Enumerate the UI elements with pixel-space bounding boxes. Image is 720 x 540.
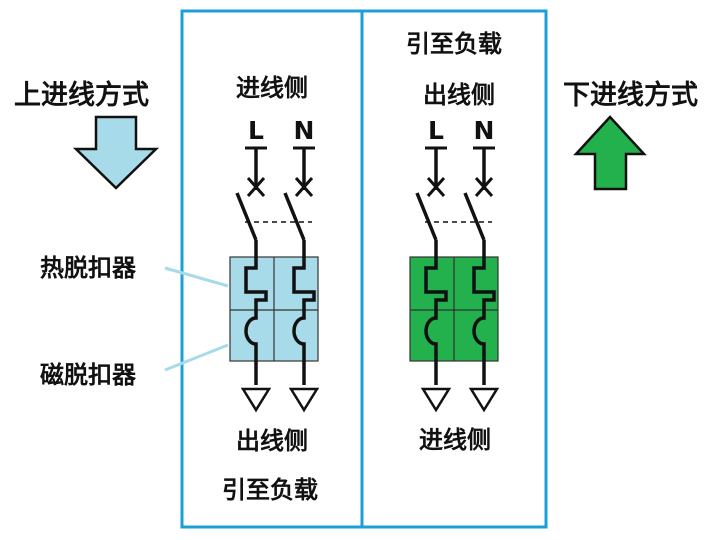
arrow-up-icon: [573, 115, 647, 191]
right-line-side-label: 进线侧: [419, 426, 491, 454]
right-load-side-label: 出线侧: [423, 81, 495, 109]
left-pole-n-label: N: [294, 116, 315, 145]
right-to-load-note: 引至负载: [406, 30, 502, 58]
magnetic-trip-label: 磁脱扣器: [40, 361, 136, 389]
right-panel-frame: [360, 9, 548, 529]
left-line-side-label: 进线侧: [236, 74, 308, 102]
right-pole-l-label: L: [428, 116, 444, 145]
left-to-load-note: 引至负载: [222, 476, 318, 504]
arrow-down-icon: [72, 115, 160, 190]
right-pole-n-label: N: [474, 116, 495, 145]
magnetic-trip-leader: [164, 343, 229, 372]
left-pole-l-label: L: [248, 116, 264, 145]
right-breaker: [409, 146, 500, 413]
left-breaker: [229, 146, 320, 413]
top-feed-method-label: 上进线方式: [14, 80, 149, 111]
bottom-feed-method-label: 下进线方式: [563, 80, 698, 111]
thermal-trip-label: 热脱扣器: [40, 254, 136, 282]
left-load-side-label: 出线侧: [236, 427, 308, 455]
thermal-trip-leader: [164, 266, 229, 288]
